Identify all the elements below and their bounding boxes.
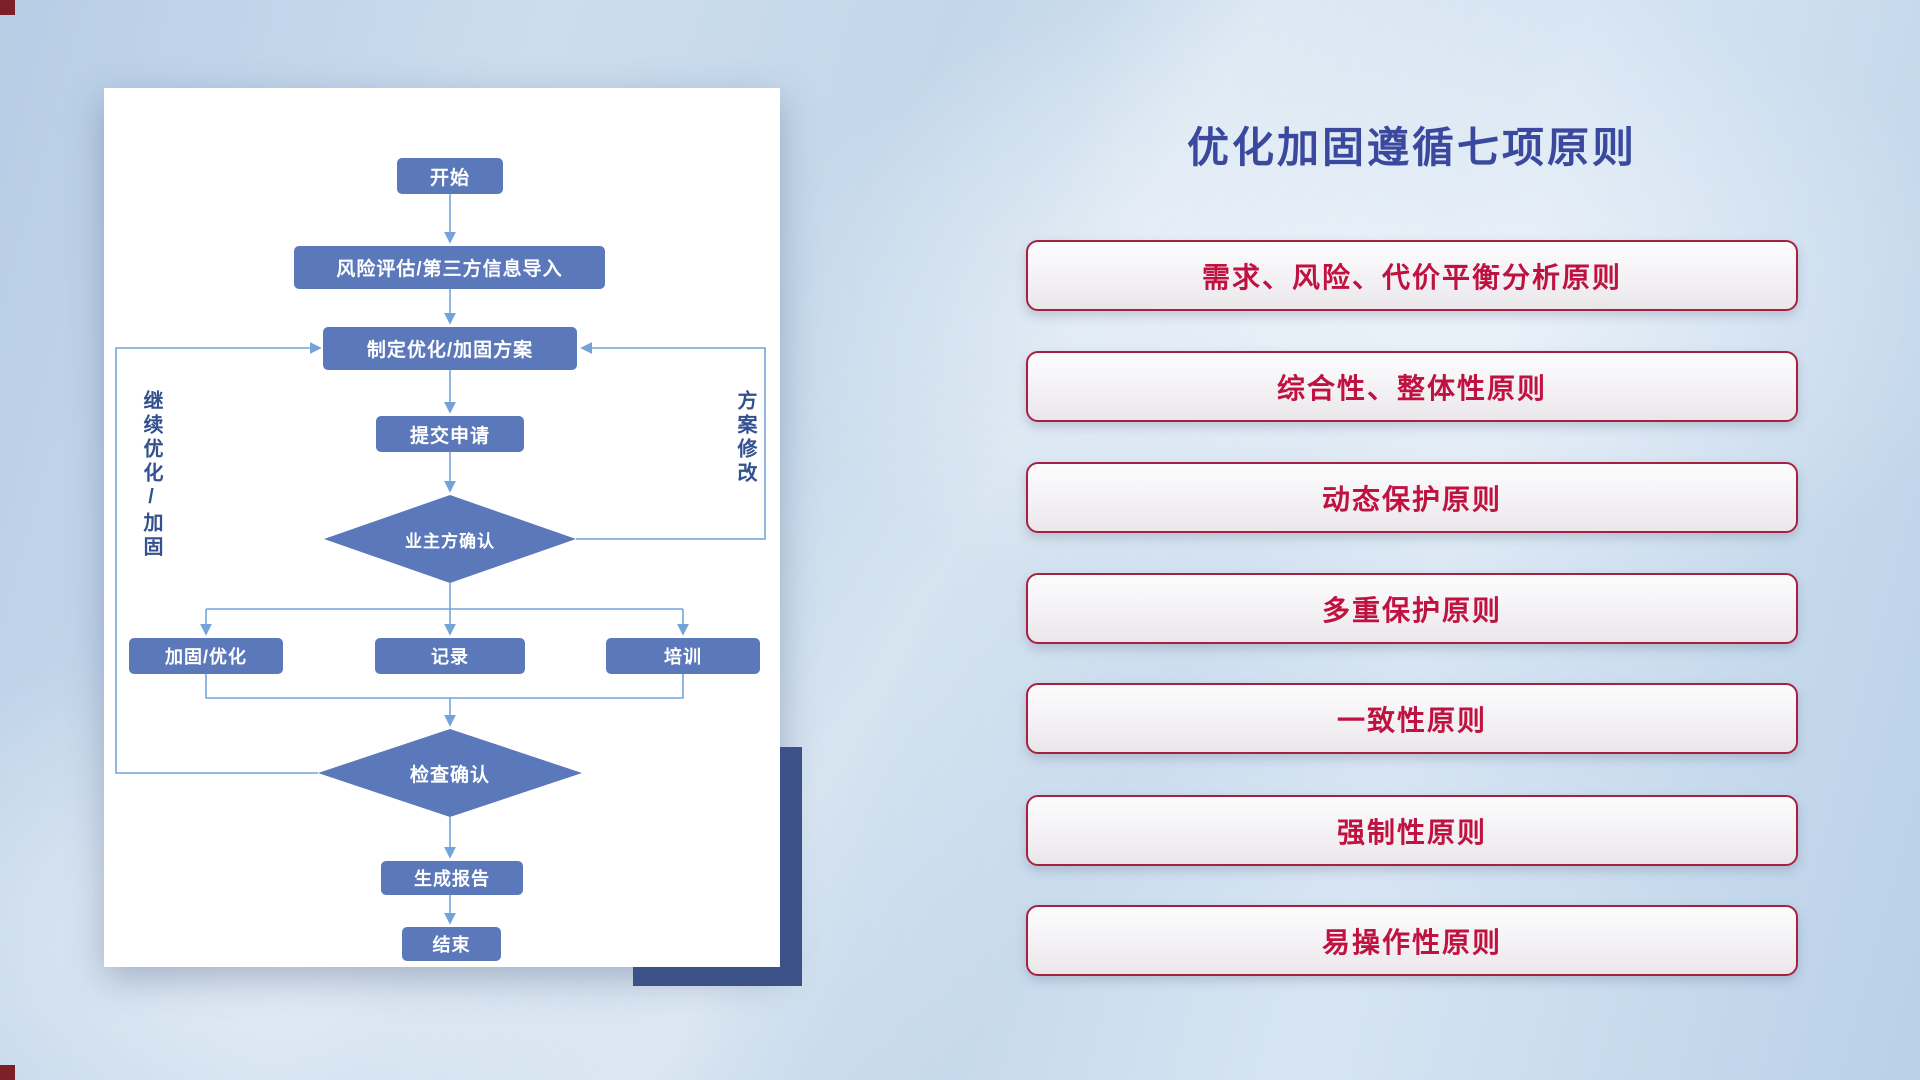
flow-node-training: 培训 bbox=[606, 638, 760, 674]
principle-item-4: 多重保护原则 bbox=[1026, 573, 1798, 644]
principle-item-5: 一致性原则 bbox=[1026, 683, 1798, 754]
flow-node-record: 记录 bbox=[375, 638, 525, 674]
flow-node-end: 结束 bbox=[402, 927, 501, 961]
flow-node-generate-report: 生成报告 bbox=[381, 861, 523, 895]
flowchart-connectors bbox=[115, 194, 766, 925]
flow-node-risk-assessment: 风险评估/第三方信息导入 bbox=[294, 246, 605, 289]
principle-item-3: 动态保护原则 bbox=[1026, 462, 1798, 533]
corner-marker-top-left bbox=[0, 0, 15, 15]
flow-node-make-plan: 制定优化/加固方案 bbox=[323, 327, 577, 370]
flow-node-start: 开始 bbox=[397, 158, 503, 194]
principle-item-2: 综合性、整体性原则 bbox=[1026, 351, 1798, 422]
page-title: 优化加固遵循七项原则 bbox=[1186, 124, 1637, 171]
principle-item-1: 需求、风险、代价平衡分析原则 bbox=[1026, 240, 1798, 311]
principle-item-6: 强制性原则 bbox=[1026, 795, 1798, 866]
flow-node-reinforce-optimize: 加固/优化 bbox=[129, 638, 283, 674]
principle-item-7: 易操作性原则 bbox=[1026, 905, 1798, 976]
flowchart-card: 开始 风险评估/第三方信息导入 制定优化/加固方案 提交申请 业主方确认 加固/… bbox=[104, 88, 780, 967]
corner-marker-bottom-left bbox=[0, 1065, 15, 1080]
flow-label-plan-modify: 方案修改 bbox=[734, 390, 756, 486]
flow-node-submit-request: 提交申请 bbox=[376, 416, 524, 452]
flow-label-continue-optimize: 继续优化/加固 bbox=[140, 390, 162, 560]
